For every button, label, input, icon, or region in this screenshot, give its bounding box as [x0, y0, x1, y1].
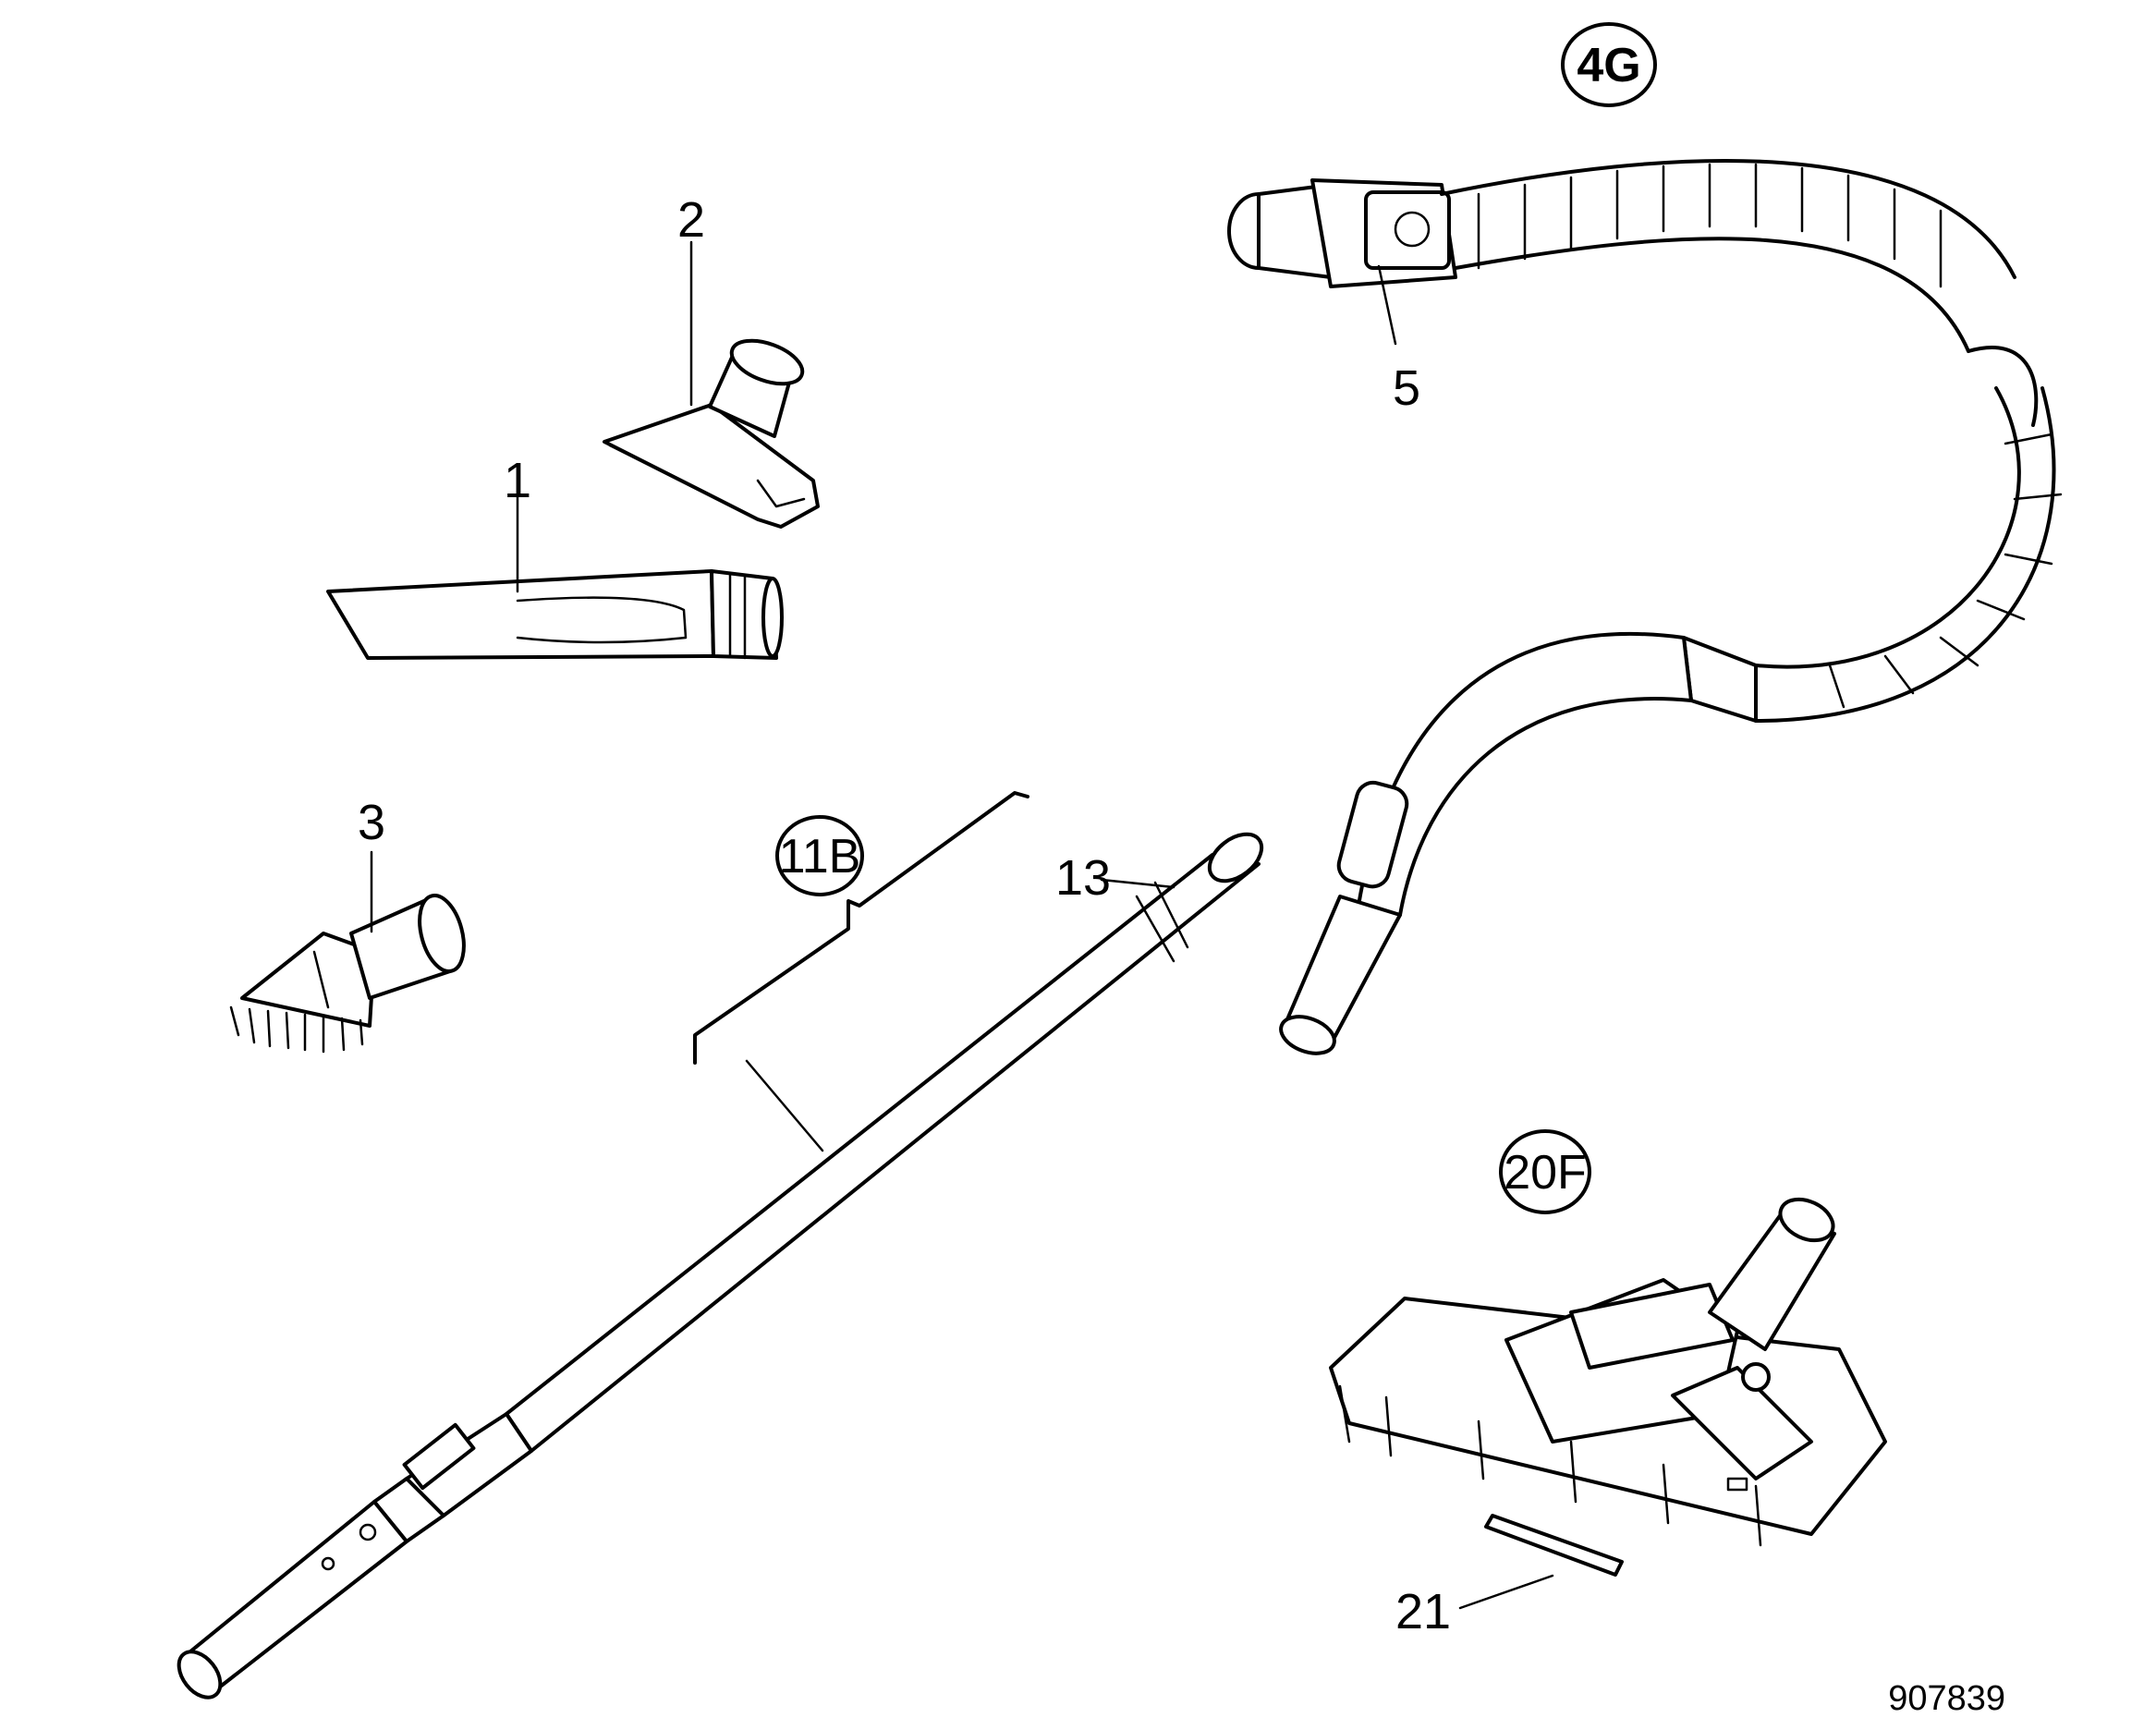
floor-nozzle	[1329, 1197, 1887, 1547]
callout-2: 2	[677, 192, 705, 248]
telescopic-tube	[177, 832, 1264, 1700]
callout-3: 3	[358, 795, 385, 850]
crevice-tool	[326, 569, 784, 660]
leader-line-5	[1377, 264, 1397, 346]
leader-line-21	[1458, 1574, 1554, 1610]
dusting-brush	[229, 894, 466, 1054]
tube-bracket	[693, 791, 1029, 1065]
leader-line-13	[1100, 878, 1175, 889]
drawing-number: 907839	[1888, 1679, 2005, 1718]
upholstery-nozzle	[603, 338, 820, 529]
callout-1: 1	[504, 453, 531, 508]
callout-21: 21	[1395, 1584, 1451, 1639]
tube-group-label: 11B	[779, 830, 861, 883]
nozzle-group-label: 20F	[1504, 1146, 1587, 1200]
nozzle-strip	[1484, 1514, 1624, 1577]
callout-13: 13	[1055, 850, 1111, 906]
hose-assembly	[1227, 158, 2063, 1055]
tube-group-leader	[745, 1059, 824, 1152]
tube-group-circle	[775, 815, 864, 896]
nozzle-group-circle	[1499, 1129, 1591, 1214]
hose-group-circle	[1561, 22, 1657, 107]
callout-5: 5	[1393, 360, 1420, 416]
hose-group-label: 4G	[1577, 39, 1640, 92]
